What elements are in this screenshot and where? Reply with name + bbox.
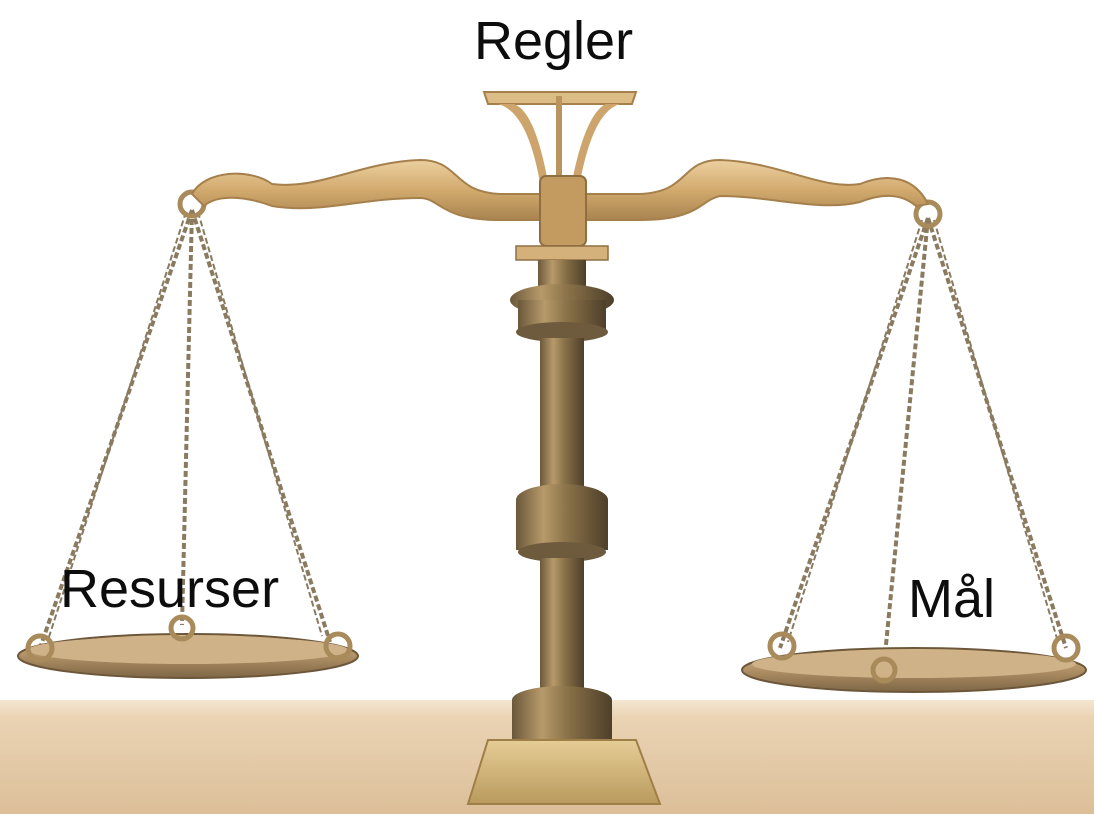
scale-base [466, 739, 662, 805]
balance-beam [190, 158, 930, 221]
label-mal: Mål [908, 569, 996, 629]
left-chains [38, 209, 332, 649]
center-post [510, 260, 614, 740]
right-chains [778, 217, 1068, 666]
top-yoke [482, 91, 638, 261]
label-resurser: Resurser [60, 559, 280, 619]
left-pan [17, 614, 359, 679]
label-regler: Regler [474, 11, 634, 71]
right-pan [741, 631, 1087, 693]
